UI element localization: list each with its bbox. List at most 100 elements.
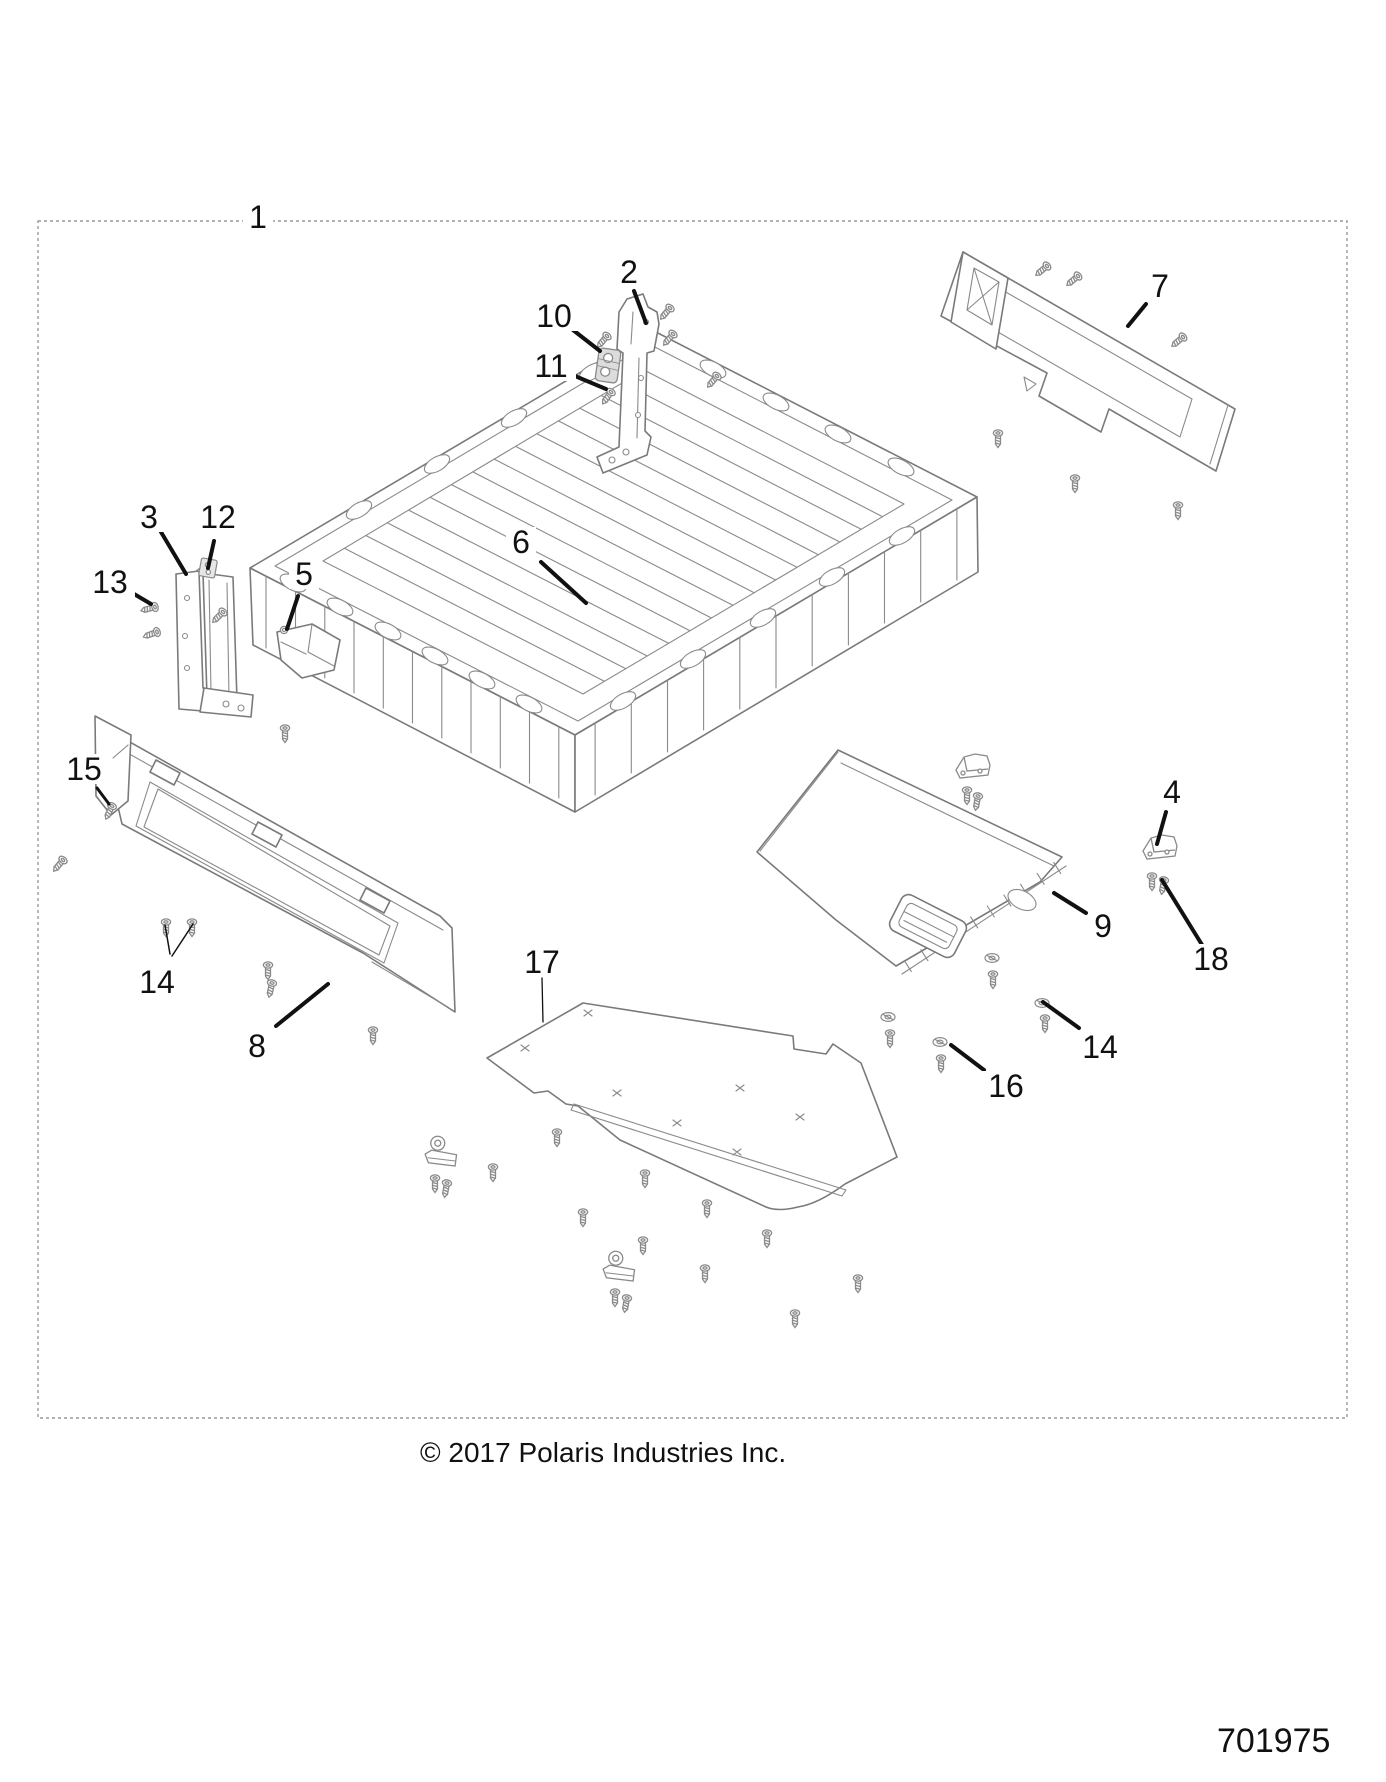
callout-number-9: 9 xyxy=(1094,908,1112,944)
callout-number-10: 10 xyxy=(536,298,572,334)
callout-label-backing xyxy=(193,502,243,532)
callout-number-1: 1 xyxy=(249,199,267,235)
callout-label-backing xyxy=(506,527,536,557)
callout-leader-line xyxy=(541,977,544,1023)
callout-leader-line xyxy=(1052,891,1088,915)
callout-leader-line xyxy=(285,594,300,631)
callout-label-backing xyxy=(529,301,579,331)
screw-icon xyxy=(970,791,984,812)
screw-icon xyxy=(619,1293,633,1314)
screw-icon xyxy=(429,1174,441,1194)
callout-label-backing xyxy=(1075,1032,1125,1062)
callout-leader-line xyxy=(1155,810,1168,846)
screw-icon xyxy=(637,1236,649,1256)
clamp-bracket-icon xyxy=(600,1248,637,1286)
screw-icon xyxy=(1063,269,1084,290)
clamp-bracket-icon xyxy=(422,1133,459,1171)
callout-leader-line xyxy=(571,328,602,353)
screw-icon xyxy=(992,429,1004,449)
callout-leader-line xyxy=(164,924,171,955)
washer-icon xyxy=(932,1036,948,1048)
callout-label-backing xyxy=(614,257,644,287)
callout-leader-line xyxy=(274,982,330,1028)
assembly-boundary-box xyxy=(37,220,1348,1419)
screw-icon xyxy=(699,1264,711,1284)
screw-icon xyxy=(186,918,198,938)
access-panel-latch-handle xyxy=(888,893,968,959)
callout-number-2: 2 xyxy=(620,254,638,290)
callout-leader-line xyxy=(1041,1000,1081,1030)
screw-icon xyxy=(551,1128,563,1148)
callout-leader-line xyxy=(539,560,588,605)
screw-icon xyxy=(701,1199,713,1219)
callout-number-14: 14 xyxy=(1082,1029,1118,1065)
callout-number-11: 11 xyxy=(534,348,567,384)
callout-leader-line xyxy=(171,923,194,957)
washer-icon xyxy=(984,952,1000,964)
callout-leader-line xyxy=(949,1043,986,1072)
tailgate-pivot-bracket-part-2 xyxy=(596,293,660,474)
screw-icon xyxy=(987,970,999,990)
callout-label-backing xyxy=(1088,911,1118,941)
screw-icon xyxy=(141,625,163,642)
callout-label-backing xyxy=(1186,944,1236,974)
callout-leader-line xyxy=(573,374,608,391)
diagram-part-number: 701975 xyxy=(1217,1722,1330,1760)
callout-number-8: 8 xyxy=(248,1028,266,1064)
screw-icon xyxy=(1146,872,1158,892)
skid-plate-part-17 xyxy=(486,1002,898,1211)
washer-icon xyxy=(880,1011,896,1023)
screw-icon xyxy=(961,786,973,806)
cargo-box-rim-holes xyxy=(279,359,916,714)
callout-number-12: 12 xyxy=(200,499,236,535)
screw-icon xyxy=(262,961,274,981)
callout-label-backing xyxy=(1157,777,1187,807)
callout-leader-line xyxy=(159,530,188,576)
callout-number-16: 16 xyxy=(988,1068,1024,1104)
callout-number-17: 17 xyxy=(524,944,560,980)
cargo-box-part-6 xyxy=(249,329,979,813)
screw-icon xyxy=(577,1208,589,1228)
callout-number-7: 7 xyxy=(1151,268,1169,304)
screw-icon xyxy=(1172,501,1184,521)
screw-icon xyxy=(1069,474,1081,494)
callout-label-backing xyxy=(526,351,576,381)
screw-icon xyxy=(656,302,677,323)
screw-icon xyxy=(935,1054,947,1074)
callout-leader-line xyxy=(1126,302,1148,328)
callout-number-14: 14 xyxy=(139,964,175,1000)
mounting-clip-icon xyxy=(955,753,991,779)
callout-leader-line xyxy=(632,289,648,325)
callout-label-backing xyxy=(242,1031,272,1061)
callout-number-5: 5 xyxy=(295,556,313,592)
tailgate-pivot-bracket-part-3 xyxy=(175,564,254,718)
callout-label-backing xyxy=(1145,271,1175,301)
screw-icon xyxy=(789,1309,801,1329)
screw-icon xyxy=(439,1178,453,1199)
callout-label-backing xyxy=(85,567,135,597)
callout-label-backing xyxy=(59,754,109,784)
screw-icon xyxy=(279,724,291,744)
callout-number-3: 3 xyxy=(140,499,158,535)
screw-icon xyxy=(639,1169,651,1189)
screw-icon xyxy=(852,1274,864,1294)
callout-number-15: 15 xyxy=(66,751,102,787)
callout-number-18: 18 xyxy=(1193,941,1229,977)
callout-label-backing xyxy=(132,967,182,997)
screw-icon xyxy=(1168,330,1189,351)
screw-icon xyxy=(367,1026,379,1046)
callout-number-6: 6 xyxy=(512,524,530,560)
callout-leader-line xyxy=(95,786,111,806)
callout-leader-line xyxy=(206,539,216,570)
callout-label-backing xyxy=(134,502,164,532)
screw-icon xyxy=(263,978,278,999)
callout-label-backing xyxy=(289,559,319,589)
screw-icon xyxy=(1039,1014,1051,1034)
callout-label-backing xyxy=(981,1071,1031,1101)
screw-icon xyxy=(761,1229,773,1249)
screw-icon xyxy=(1032,259,1053,280)
callout-number-4: 4 xyxy=(1163,774,1181,810)
